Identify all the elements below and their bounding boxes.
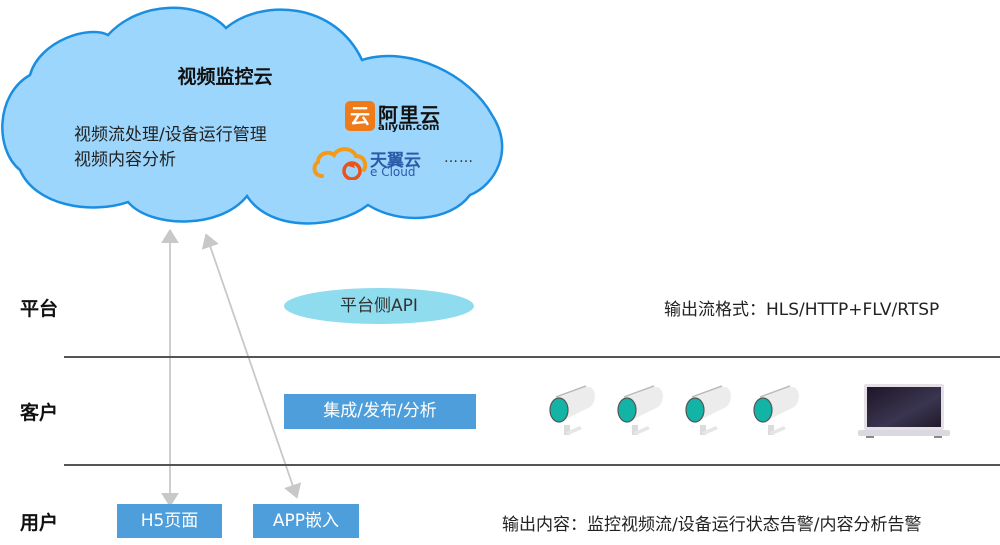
row-divider-2 — [64, 464, 1000, 466]
integrate-publish-analyze-box: 集成/发布/分析 — [284, 394, 476, 429]
app-cloud-arrow — [201, 233, 302, 499]
ecloud-cloud-icon — [312, 147, 368, 180]
cloud-feature-2: 视频内容分析 — [74, 150, 176, 170]
surveillance-camera-icon — [549, 385, 595, 435]
cloud-outline — [1, 6, 504, 225]
app-embed-box: APP嵌入 — [253, 504, 359, 538]
laptop-icon — [858, 384, 950, 438]
row-divider-1 — [64, 356, 1000, 358]
ecloud-name-en: e Cloud — [370, 165, 416, 179]
more-providers-ellipsis: …… — [444, 150, 474, 166]
aliyun-badge-icon: 云 — [345, 101, 375, 131]
cloud-feature-1: 视频流处理/设备运行管理 — [74, 125, 267, 145]
row-label-user: 用户 — [20, 512, 59, 534]
aliyun-name-en: aliyun.com — [378, 122, 440, 133]
h5-page-box: H5页面 — [117, 504, 222, 538]
aliyun-name-cn: 阿里云 — [378, 103, 441, 127]
surveillance-camera-icon — [617, 385, 663, 435]
surveillance-camera-icon — [753, 385, 799, 435]
aliyun-logo: 云 阿里云 aliyun.com — [345, 101, 445, 135]
surveillance-camera-icon — [685, 385, 731, 435]
row-label-platform: 平台 — [20, 298, 59, 320]
platform-api-node: 平台侧API — [284, 288, 474, 324]
ecloud-logo: 天翼云 e Cloud — [312, 146, 432, 182]
row-label-customer: 客户 — [20, 402, 59, 424]
output-content-text: 输出内容：监控视频流/设备运行状态告警/内容分析告警 — [502, 515, 922, 535]
output-format-text: 输出流格式：HLS/HTTP+FLV/RTSP — [664, 300, 940, 320]
ecloud-name-cn: 天翼云 — [370, 151, 421, 171]
cloud-shape — [1, 6, 504, 225]
cloud-title: 视频监控云 — [177, 66, 273, 88]
